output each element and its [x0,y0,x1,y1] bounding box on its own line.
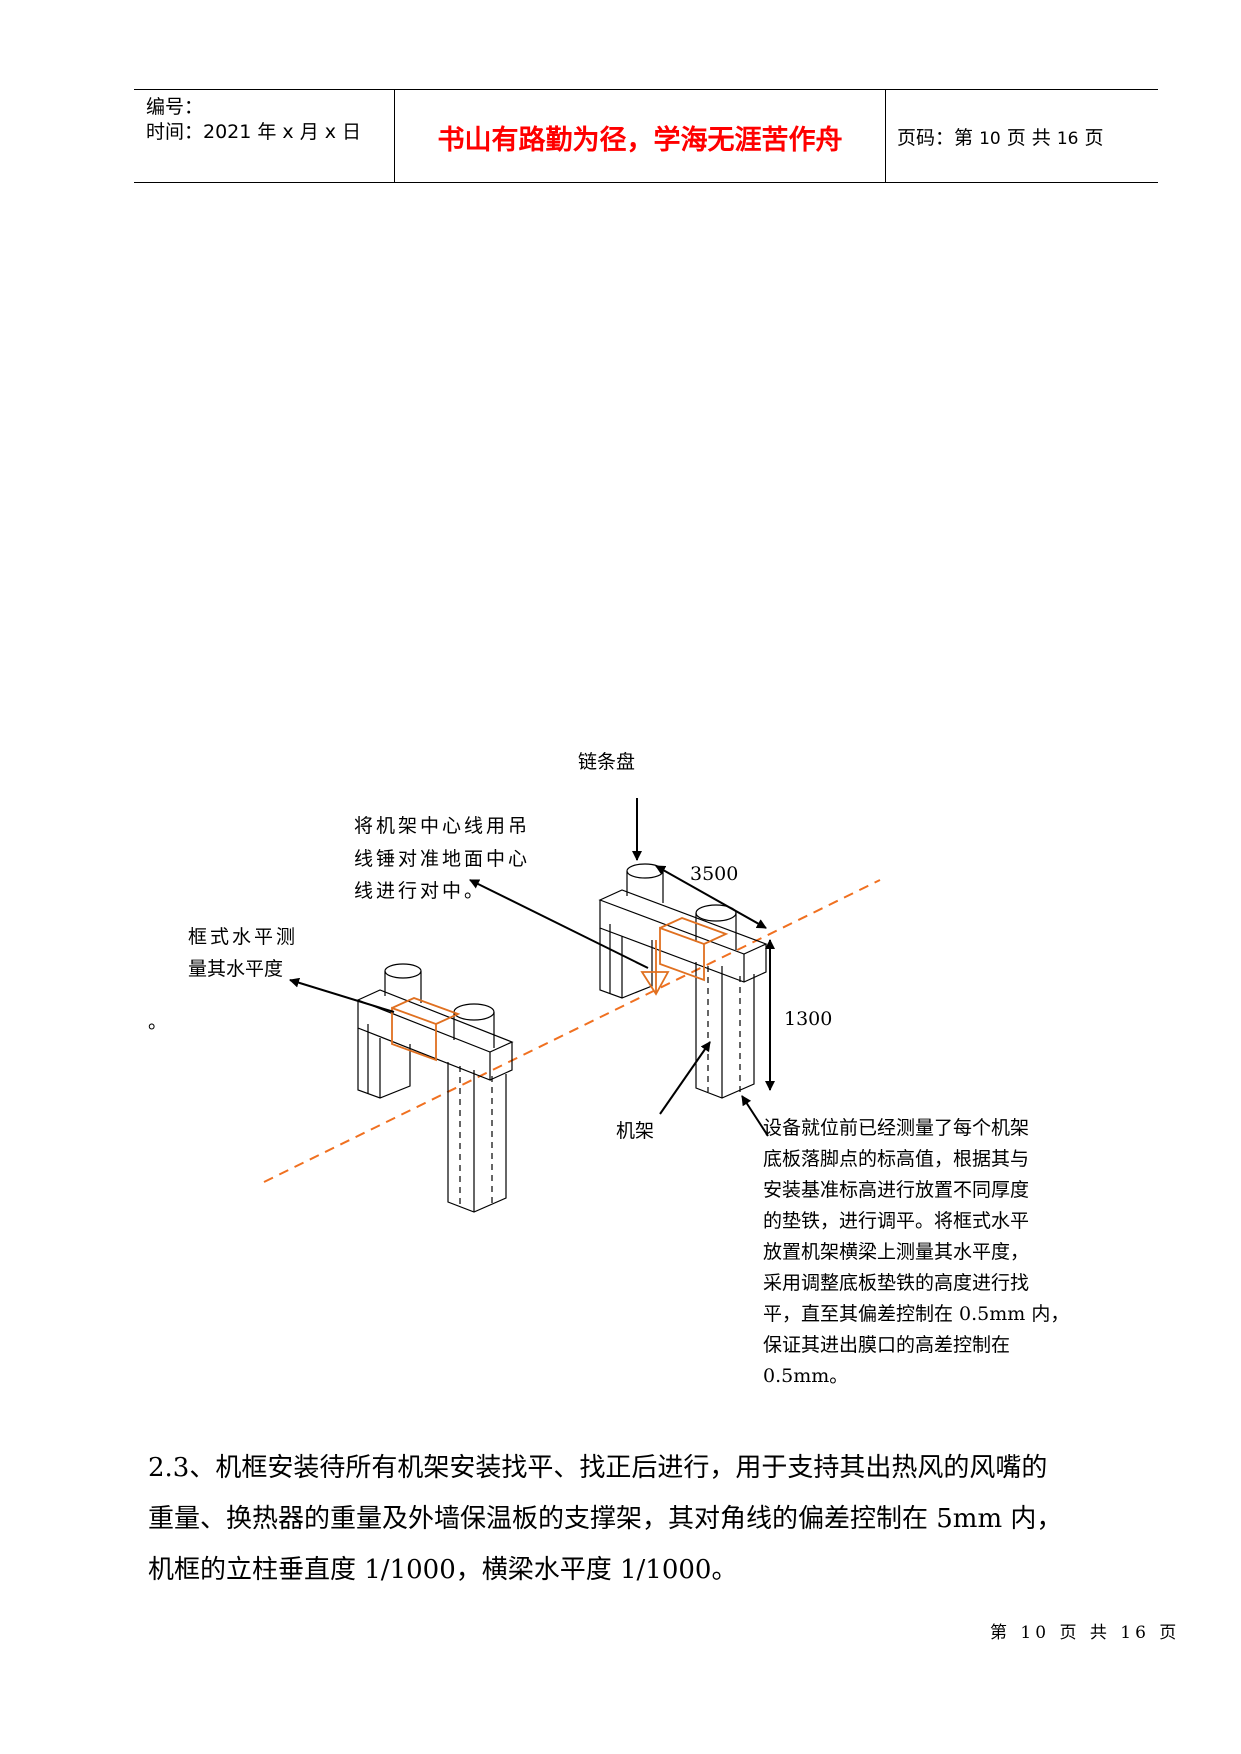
body-line-2: 重量、换热器的重量及外墙保温板的支撑架，其对角线的偏差控制在 5mm 内， [148,1504,1063,1534]
center-note-line-1: 将机架中心线用吊 [354,815,531,837]
header-info-cell: 编号： 时间：2021 年 x 月 x 日 [134,90,394,182]
header-motto-cell: 书山有路勤为径，学海无涯苦作舟 [394,90,886,182]
motto-text: 书山有路勤为径，学海无涯苦作舟 [437,125,843,156]
frame-label: 机架 [616,1120,655,1142]
level-note-arrow [289,977,395,1013]
left-frame [356,963,514,1213]
header-page-cell: 页码：第 10 页 共 16 页 [885,90,1158,182]
dim-3500-arrow [655,865,767,929]
level-note-line-1: 框式水平测 [188,926,299,948]
chain-disk-label: 链条盘 [578,751,636,773]
level-frame-left [391,997,461,1062]
plumb-bob [640,940,670,996]
right-frame [598,863,768,1099]
center-note-line-3: 线进行对中。 [354,880,487,902]
dim-height-label: 1300 [784,1008,833,1030]
description-note: 设备就位前已经测量了每个机架 底板落脚点的标高值，根据其与 安装基准标高进行放置… [763,1117,1070,1387]
stray-period: 。 [148,1011,168,1033]
serial-label: 编号： [146,96,204,118]
time-label: 时间：2021 年 x 月 x 日 [146,121,362,143]
center-note-arrow [469,879,649,969]
body-line-3: 机框的立柱垂直度 1/1000，横梁水平度 1/1000。 [148,1555,738,1585]
body-line-1: 2.3、机框安装待所有机架安装找平、找正后进行，用于支持其出热风的风嘴的 [148,1453,1048,1483]
page-indicator: 页码：第 10 页 共 16 页 [897,127,1104,149]
page-footer: 第 10 页 共 16 页 [990,1623,1181,1643]
dim-top-label: 3500 [690,863,739,885]
description-arrow [741,1095,769,1137]
frame-label-arrow [659,1041,711,1115]
center-note-line-2: 线锤对准地面中心 [354,848,531,870]
center-axis-line [263,879,881,1183]
page-header: 编号： 时间：2021 年 x 月 x 日 书山有路勤为径，学海无涯苦作舟 页码… [134,89,1158,183]
level-note-line-2: 量其水平度 [188,958,284,980]
body-paragraph: 2.3、机框安装待所有机架安装找平、找正后进行，用于支持其出热风的风嘴的 重量、… [148,1443,1178,1596]
